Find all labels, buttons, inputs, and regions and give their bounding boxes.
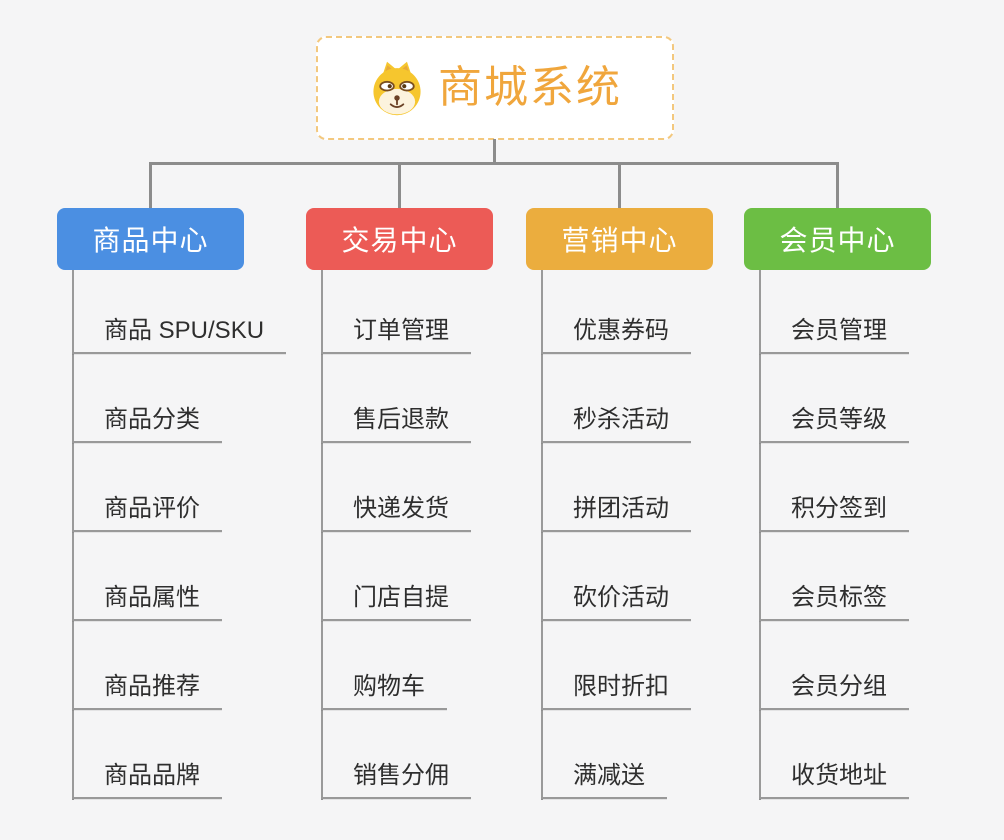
leaf-node[interactable]: 收货地址 xyxy=(759,759,909,799)
root-title: 商城系统 xyxy=(438,63,622,112)
branch-member-center: 会员中心 会员管理会员等级积分签到会员标签会员分组收货地址 xyxy=(744,208,931,800)
branch-header-marketing[interactable]: 营销中心 xyxy=(526,208,713,270)
connector-bus xyxy=(149,162,839,165)
connector-drop-member xyxy=(836,162,839,208)
leaf-node[interactable]: 快递发货 xyxy=(321,492,471,532)
branch-trunk-line xyxy=(759,270,761,800)
leaf-node[interactable]: 会员管理 xyxy=(759,314,909,354)
leaf-node[interactable]: 商品分类 xyxy=(72,403,222,443)
connector-drop-product xyxy=(149,162,152,208)
leaf-node[interactable]: 售后退款 xyxy=(321,403,471,443)
leaf-node[interactable]: 积分签到 xyxy=(759,492,909,532)
branch-header-trade[interactable]: 交易中心 xyxy=(306,208,493,270)
leaf-node[interactable]: 会员等级 xyxy=(759,403,909,443)
leaf-node[interactable]: 订单管理 xyxy=(321,314,471,354)
leaf-node[interactable]: 商品品牌 xyxy=(72,759,222,799)
leaf-node[interactable]: 商品推荐 xyxy=(72,670,222,710)
leaf-node[interactable]: 商品 SPU/SKU xyxy=(72,314,287,354)
leaf-node[interactable]: 拼团活动 xyxy=(541,492,691,532)
branch-header-product[interactable]: 商品中心 xyxy=(57,208,244,270)
branch-trade-center: 交易中心 订单管理售后退款快递发货门店自提购物车销售分佣 xyxy=(306,208,493,800)
leaf-node[interactable]: 秒杀活动 xyxy=(541,403,691,443)
leaf-node[interactable]: 砍价活动 xyxy=(541,581,691,621)
connector-drop-marketing xyxy=(618,162,621,208)
leaf-node[interactable]: 优惠券码 xyxy=(541,314,691,354)
leaf-node[interactable]: 满减送 xyxy=(541,759,667,799)
leaf-node[interactable]: 会员标签 xyxy=(759,581,909,621)
connector-drop-trade xyxy=(398,162,401,208)
connector-root-stem xyxy=(493,139,496,163)
leaf-node[interactable]: 销售分佣 xyxy=(321,759,471,799)
branch-marketing-center: 营销中心 优惠券码秒杀活动拼团活动砍价活动限时折扣满减送 xyxy=(526,208,713,800)
dog-face-icon xyxy=(368,59,426,117)
leaf-node[interactable]: 限时折扣 xyxy=(541,670,691,710)
leaf-node[interactable]: 商品评价 xyxy=(72,492,222,532)
root-node[interactable]: 商城系统 xyxy=(316,36,674,140)
leaf-node[interactable]: 购物车 xyxy=(321,670,447,710)
branch-header-member[interactable]: 会员中心 xyxy=(744,208,931,270)
branch-product-center: 商品中心 商品 SPU/SKU 商品分类商品评价商品属性商品推荐商品品牌 xyxy=(57,208,287,800)
branch-trunk-line xyxy=(541,270,543,800)
leaf-node[interactable]: 门店自提 xyxy=(321,581,471,621)
branch-trunk-line xyxy=(72,270,74,800)
leaf-node[interactable]: 会员分组 xyxy=(759,670,909,710)
leaf-node[interactable]: 商品属性 xyxy=(72,581,222,621)
branch-trunk-line xyxy=(321,270,323,800)
